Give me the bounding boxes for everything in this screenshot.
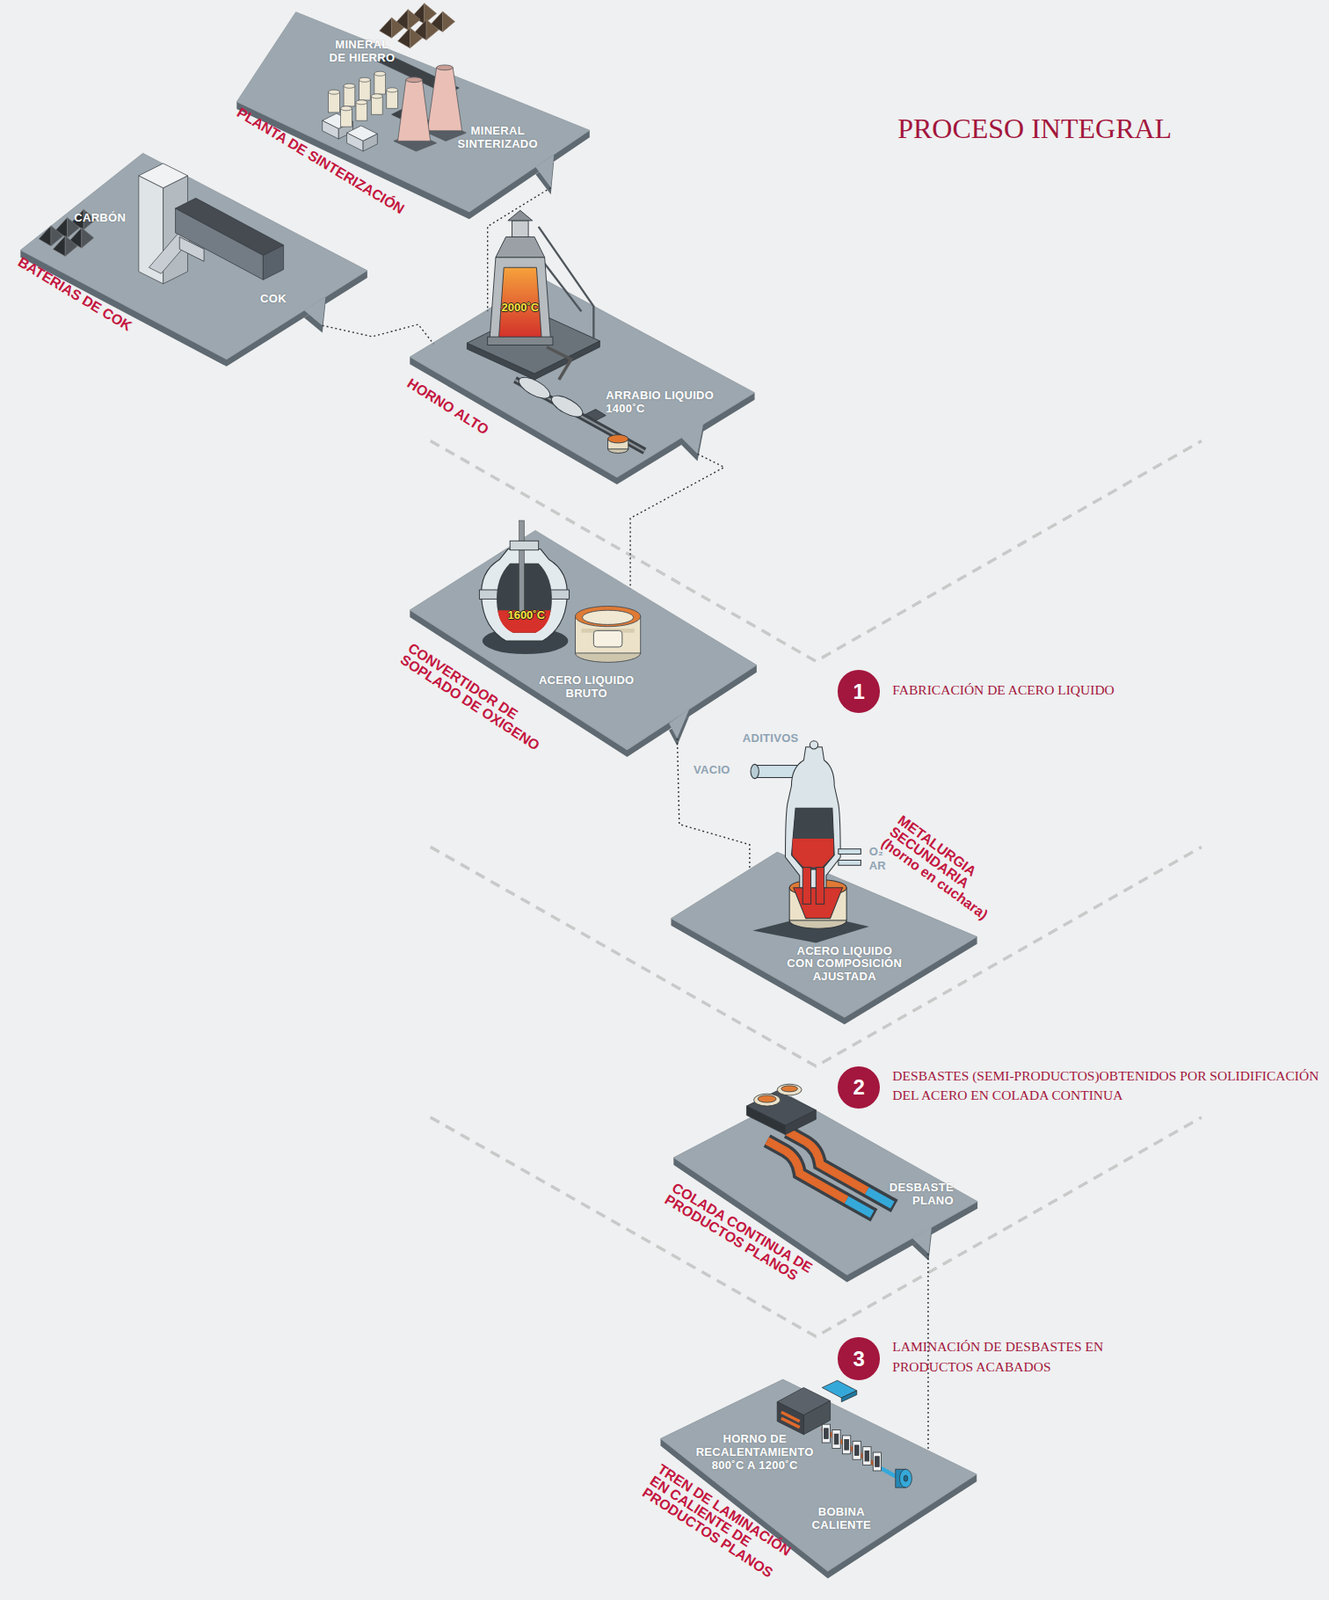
callout-number: 1 — [837, 669, 881, 713]
platform-top — [409, 277, 755, 478]
diagram-title: PROCESO INTEGRAL — [897, 112, 1172, 146]
platform-label: CARBÓN — [65, 211, 136, 226]
blast-furnace — [508, 210, 533, 221]
ore-pile — [395, 9, 408, 30]
process-platform: CONVERTIDOR DE SOPLADO DE OXIGENO1600˚CA… — [407, 515, 760, 758]
callout-tail — [304, 297, 326, 326]
continuous-caster — [757, 1095, 777, 1103]
ore-pile — [379, 3, 456, 49]
ore-pile — [392, 17, 405, 38]
stage-divider — [430, 846, 1202, 1066]
step-circle: 2DESBASTES (SEMI-PRODUCTOS)OBTENIDOS POR… — [837, 1066, 881, 1110]
platform-shape — [657, 1372, 980, 1578]
continuous-caster — [777, 1083, 802, 1096]
blast-furnace — [512, 220, 530, 238]
ore-pile — [430, 11, 443, 32]
callout-number: 2 — [837, 1066, 881, 1110]
callout-tail — [911, 1227, 931, 1254]
platform-label: HORNO DE RECALENTAMIENTO 800˚C A 1200˚C — [693, 1432, 817, 1473]
ore-pile — [398, 28, 411, 49]
degasser — [755, 765, 802, 778]
ore-pile — [413, 19, 427, 40]
ore-pile — [379, 17, 393, 38]
process-platform: COLADA CONTINUA DE PRODUCTOS PLANOSDESBA… — [671, 1075, 980, 1282]
platform-shape — [18, 151, 370, 371]
ore-pile — [426, 19, 439, 40]
platform-label: MINERAL DE HIERRO — [326, 38, 397, 66]
blast-furnace — [495, 236, 545, 257]
callout-tail — [668, 708, 690, 739]
platform-shape — [407, 515, 760, 758]
dotted-connector — [487, 188, 552, 312]
platform-shape — [407, 203, 760, 486]
dotted-connector — [322, 324, 435, 344]
platform-label: ACERO LIQUIDO CON COMPOSICIÓN AJUSTADA — [784, 944, 905, 985]
process-platform: HORNO ALTO2000˚CARRABIO LIQUIDO 1400˚C — [407, 203, 760, 486]
platform-shape — [671, 1075, 980, 1282]
stage-caption: LAMINACIÓN DE DESBASTES EN PRODUCTOS ACA… — [892, 1336, 1126, 1377]
platform-label: BOBINA CALIENTE — [806, 1505, 877, 1533]
stage-caption: FABRICACIÓN DE ACERO LIQUIDO — [892, 680, 1297, 700]
hot-strip-mill — [821, 1379, 857, 1398]
annotation-label: AR — [869, 858, 886, 872]
callout-tail — [681, 421, 705, 454]
degasser — [791, 807, 835, 870]
platform-label: DESBASTE PLANO — [874, 1181, 954, 1208]
annotation-label: O₂ — [869, 844, 885, 858]
dotted-connector — [677, 738, 750, 870]
platform-shape — [234, 7, 592, 218]
platform-label: MINERAL SINTERIZADO — [453, 124, 542, 152]
degasser — [750, 763, 759, 778]
platform-label: COK — [251, 292, 296, 306]
ore-pile — [424, 3, 437, 24]
annotation-label: ADITIVOS — [742, 731, 799, 745]
process-platform: PLANTA DE SINTERIZACIÓNMINERAL DE HIERRO… — [234, 7, 592, 218]
platform-top — [409, 530, 757, 749]
step-circle: 3LAMINACIÓN DE DESBASTES EN PRODUCTOS AC… — [837, 1336, 881, 1380]
stage-caption: DESBASTES (SEMI-PRODUCTOS)OBTENIDOS POR … — [892, 1066, 1323, 1106]
ore-pile — [409, 28, 422, 49]
process-platform: TREN DE LAMINACIÓN EN CALIENTE DE PRODUC… — [657, 1372, 980, 1578]
process-platform: BATERIAS DE COKCARBÓNCOK — [18, 151, 370, 371]
callout-tail — [535, 154, 554, 188]
dotted-connector — [630, 453, 725, 589]
temperature-label: 1600˚C — [495, 609, 558, 623]
degasser — [838, 849, 862, 855]
ore-pile — [443, 11, 456, 32]
continuous-caster — [781, 1085, 799, 1092]
hot-strip-mill — [841, 1390, 857, 1402]
platform-top — [236, 12, 589, 212]
ore-pile — [407, 9, 421, 30]
platform-top — [673, 1096, 978, 1275]
annotation-label: VACIO — [693, 762, 731, 777]
callout-number: 3 — [837, 1336, 881, 1380]
platform-label: ACERO LIQUIDO BRUTO — [531, 674, 642, 701]
dotted-connector — [927, 1253, 929, 1450]
step-circle: 1FABRICACIÓN DE ACERO LIQUIDO — [837, 669, 881, 713]
platform-top — [20, 152, 368, 359]
ore-pile — [412, 3, 425, 24]
degasser — [838, 859, 862, 865]
platform-label: ARRABIO LIQUIDO 1400˚C — [605, 389, 729, 416]
degasser — [809, 740, 818, 749]
sinter-stack — [436, 65, 454, 71]
temperature-label: 2000˚C — [489, 301, 552, 315]
